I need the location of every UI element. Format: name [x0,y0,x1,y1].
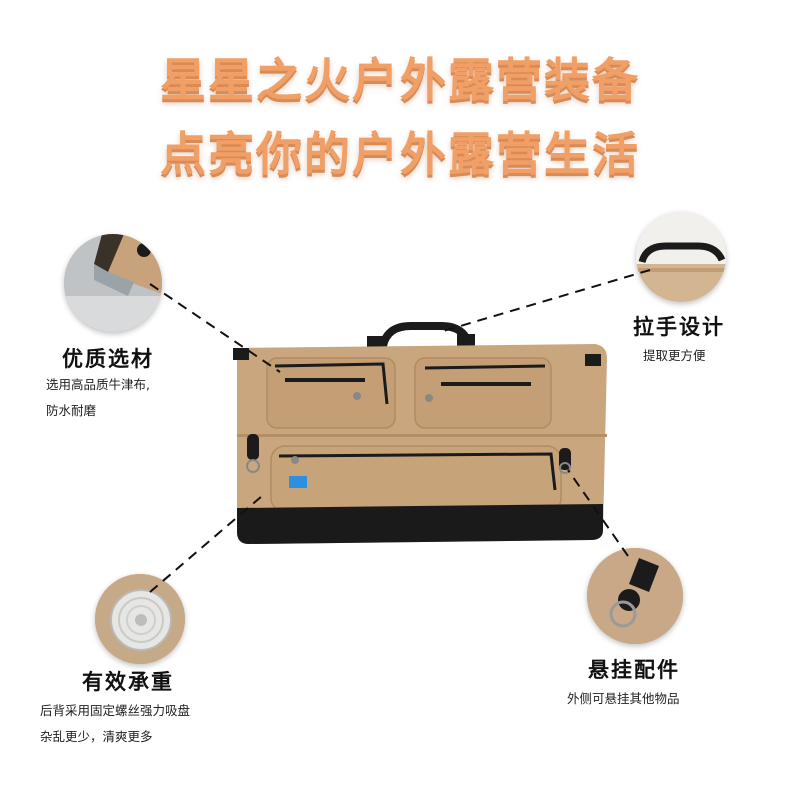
hook-feature-title: 悬挂配件 [588,658,680,682]
hook-detail-image [587,548,683,644]
handle-detail-image [636,212,726,302]
product-bag-image [215,318,615,550]
material-desc-line-1: 选用高品质牛津布, [46,377,150,392]
weight-feature-desc: 后背采用固定螺丝强力吸盘 杂乱更少，清爽更多 [40,698,240,750]
suction-cup-detail-image [95,574,185,664]
weight-desc-line-1: 后背采用固定螺丝强力吸盘 [40,703,191,718]
weight-desc-line-2: 杂乱更少，清爽更多 [40,729,153,744]
headline-line-1: 星星之火户外露营装备 [160,53,640,107]
handle-feature-desc: 提取更方便 [643,348,706,363]
material-feature-title: 优质选材 [62,347,154,371]
material-desc-line-2: 防水耐磨 [46,403,97,418]
material-detail-image [64,234,162,332]
weight-feature-title: 有效承重 [82,670,174,694]
material-feature-desc: 选用高品质牛津布, 防水耐磨 [46,372,206,424]
hook-feature-desc: 外侧可悬挂其他物品 [567,691,680,706]
handle-feature-title: 拉手设计 [633,315,725,339]
headline-line-2: 点亮你的户外露营生活 [160,127,640,181]
